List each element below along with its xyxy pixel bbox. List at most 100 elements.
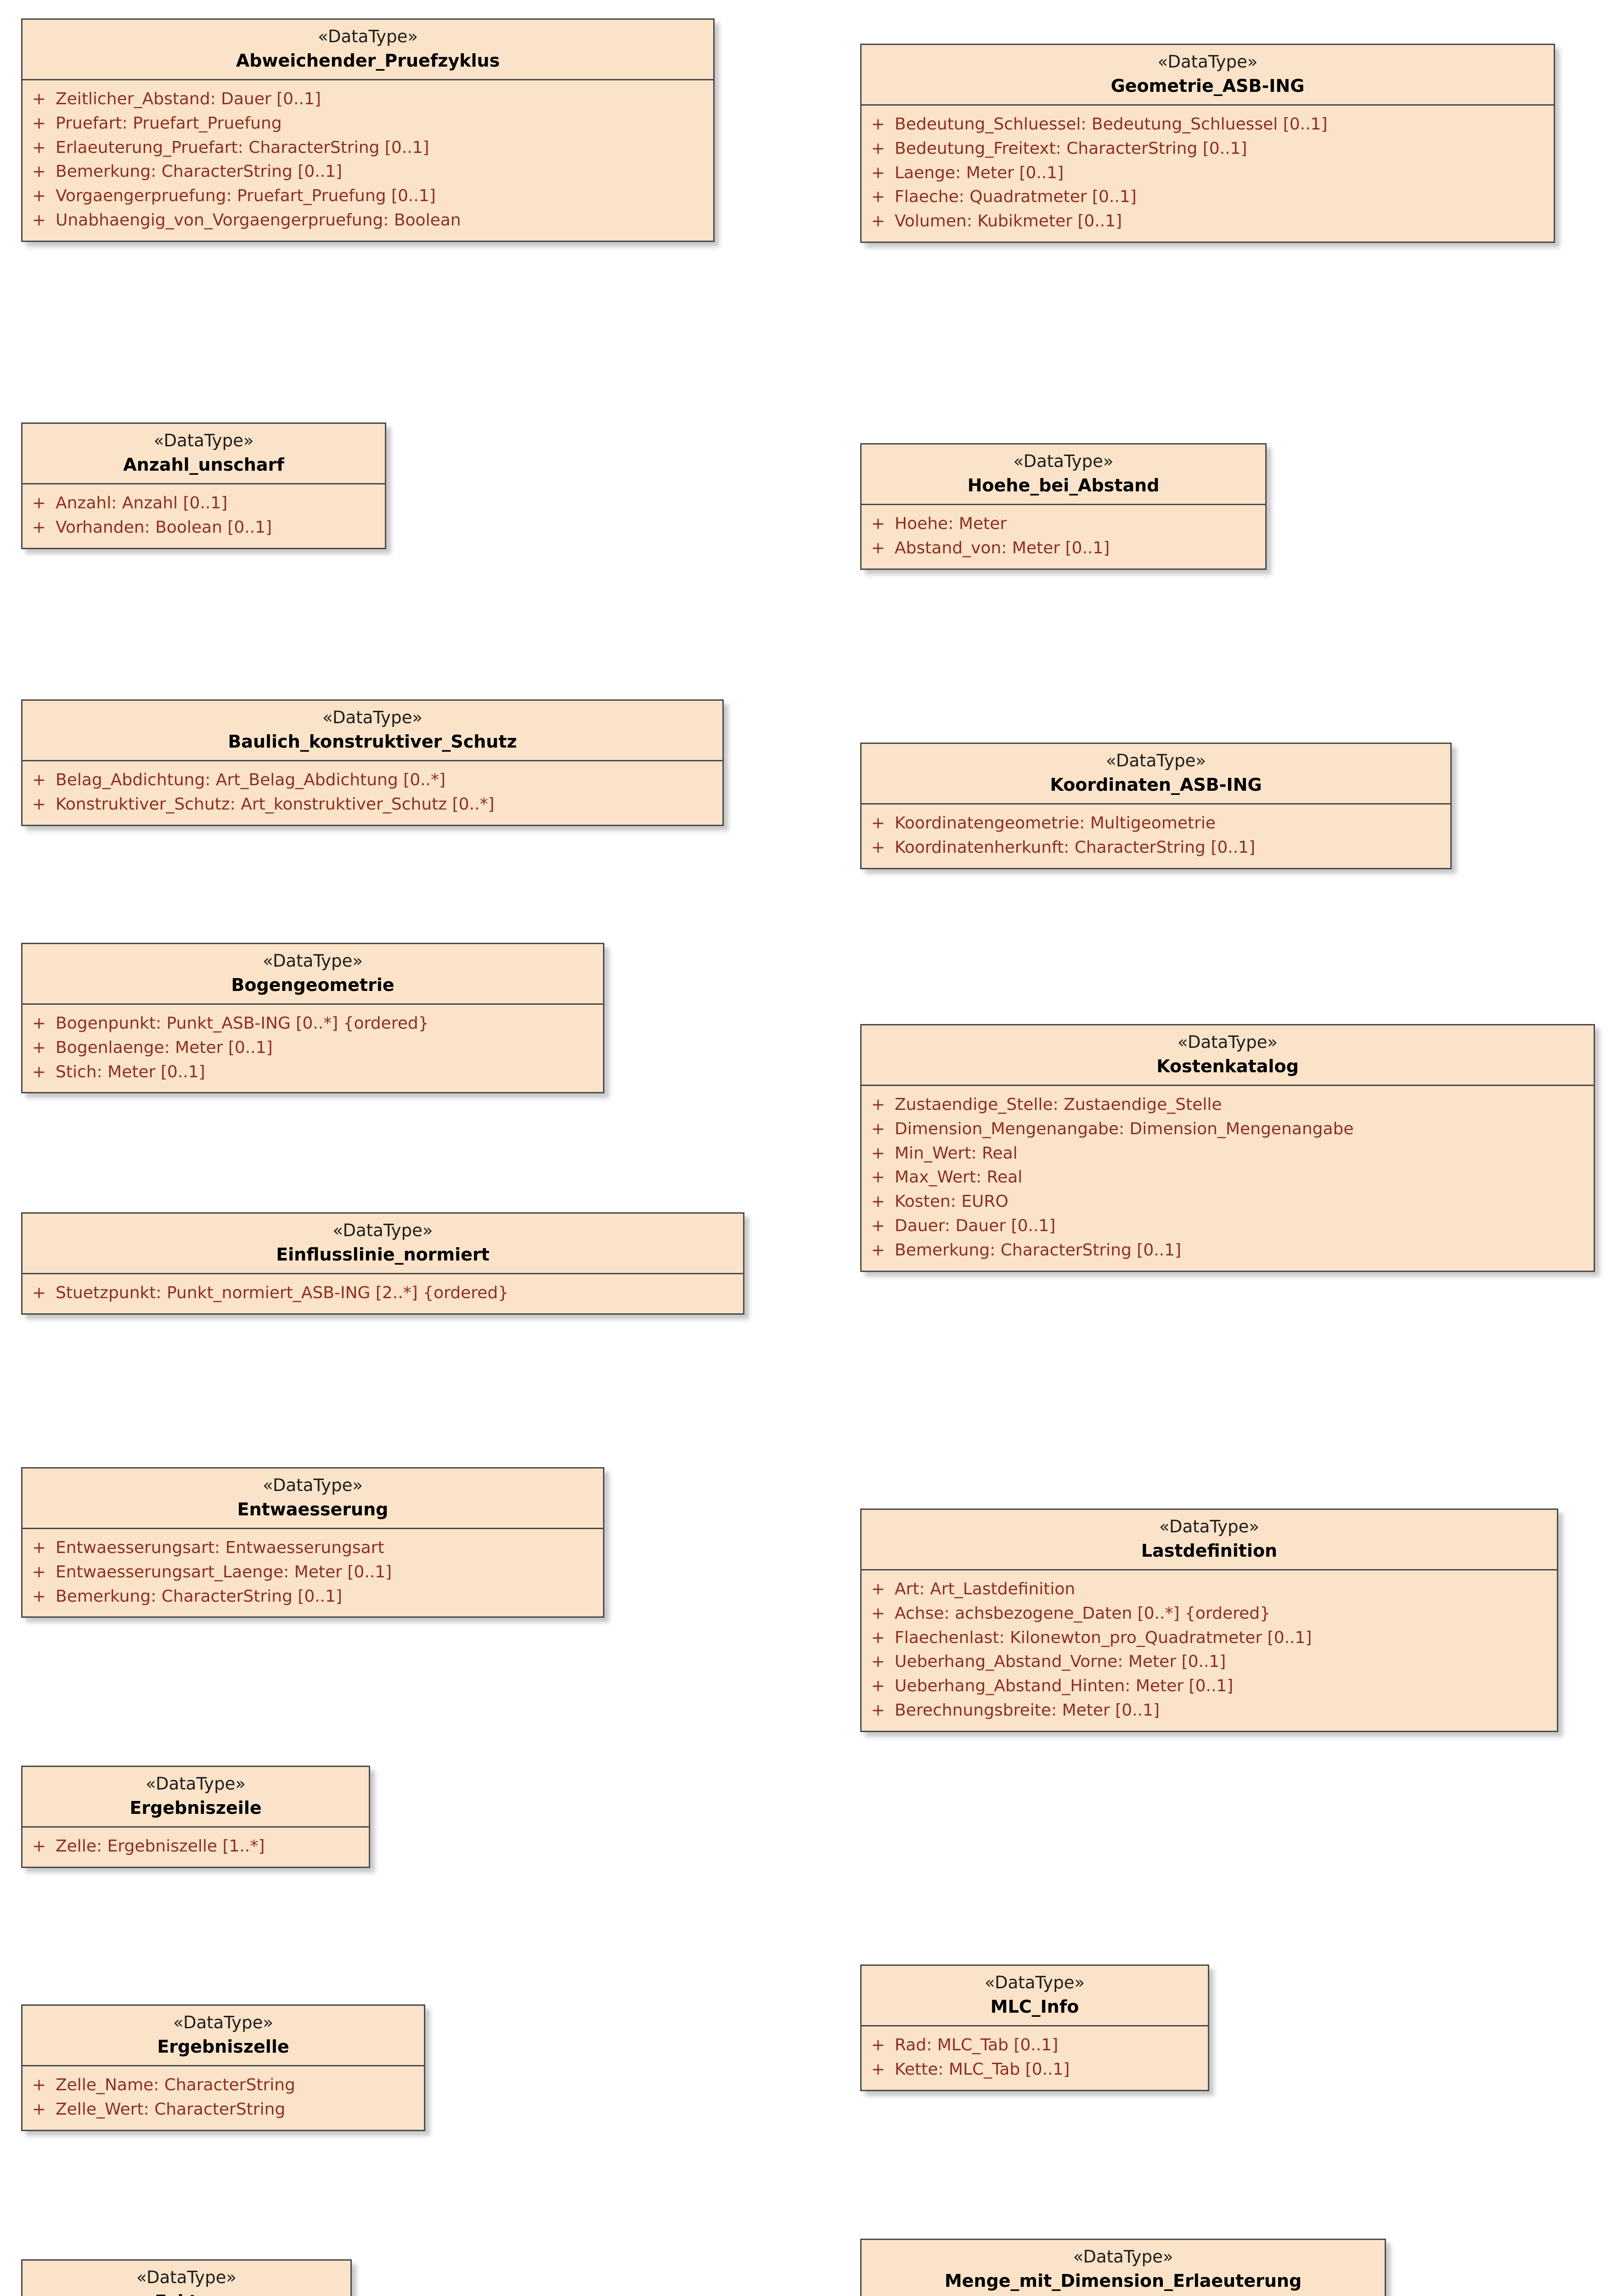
uml-class-name: Abweichender_Pruefzyklus (236, 50, 500, 71)
uml-attribute-row: + Ueberhang_Abstand_Vorne: Meter [0..1] (862, 1650, 1557, 1674)
uml-class-ergebniszeile[interactable]: «DataType»Ergebniszeile + Zelle: Ergebnisz… (21, 1766, 370, 1868)
uml-attribute-row: +Min_Wert: Real (862, 1142, 1594, 1166)
uml-attribute-row: + Hoehe: Meter (862, 512, 1265, 536)
uml-attribute-text: Zustaendige_Stelle: Zustaendige_Stelle (895, 1095, 1222, 1114)
uml-attribute-text: Vorgaengerpruefung: Pruefart_Pruefung [0… (56, 186, 436, 206)
visibility-public-icon: + (871, 114, 885, 134)
uml-attribute-text: Bemerkung: CharacterString [0..1] (56, 1587, 343, 1606)
uml-class-ergebniszelle[interactable]: «DataType» Ergebniszelle + Zelle_Name: Char… (21, 2004, 425, 2131)
uml-stereotype-label: «DataType» (263, 1475, 363, 1495)
uml-attribute-row: +Koordinatenherkunft: CharacterString [0… (862, 836, 1450, 860)
uml-attribute-text: Kette: MLC_Tab [0..1] (895, 2060, 1070, 2079)
uml-attribute-text: Achse: achsbezogene_Daten [0..*] {ordere… (895, 1604, 1271, 1623)
visibility-public-icon: + (871, 1579, 885, 1598)
visibility-public-icon: + (871, 514, 885, 533)
uml-attribute-text: Berechnungsbreite: Meter [0..1] (895, 1700, 1160, 1720)
uml-stereotype-label: «DataType» (1157, 52, 1258, 72)
visibility-public-icon: + (871, 1168, 885, 1187)
visibility-public-icon: + (871, 1652, 885, 1671)
visibility-public-icon: + (32, 1283, 46, 1302)
uml-class-abweichender-pruefzyklus[interactable]: «DataType» Abweichender_Pruefzyklus +Zeitl… (21, 18, 715, 242)
uml-class-hoehe-bei-abstand[interactable]: «DataType»Hoehe_bei_Abstand+Hoehe: Meter… (860, 443, 1267, 570)
uml-attribute-row: +Zeitlicher_Abstand: Dauer [0..1] (23, 87, 713, 112)
uml-attribute-row: +Abstand_von: Meter [0..1] (862, 536, 1265, 561)
visibility-public-icon: + (32, 113, 46, 133)
uml-attribute-text: Max_Wert: Real (895, 1168, 1023, 1187)
uml-attribute-text: Zelle_Name: CharacterString (56, 2075, 295, 2094)
uml-class-baulich-konstruktiver-schutz[interactable]: «DataType»Baulich_konstruktiver_Schutz+B… (21, 699, 724, 826)
uml-class-mlc-info[interactable]: «DataType» MLC_Info + Rad: MLC_Tab [0..1] +K… (860, 1964, 1209, 2091)
visibility-public-icon: + (871, 1677, 885, 1696)
uml-class-bogengeometrie[interactable]: «DataType»Bogengeometrie+Bogenpunkt: Pun… (21, 943, 604, 1094)
uml-class-name: MLC_Info (990, 1996, 1079, 2017)
uml-attribute-compartment: +Anzahl: Anzahl [0..1]+Vorhanden: Boolea… (23, 484, 385, 548)
visibility-public-icon: + (871, 1240, 885, 1260)
uml-stereotype-label: «DataType» (318, 27, 418, 46)
uml-class-header: «DataType»Ergebniszeile (23, 1767, 369, 1828)
uml-class-name: Anzahl_unscharf (123, 454, 284, 475)
uml-class-geometrie-asb-ing[interactable]: «DataType»Geometrie_ASB-ING+Bedeutung_Sc… (860, 44, 1555, 243)
uml-attribute-text: Art: Art_Lastdefinition (895, 1579, 1076, 1598)
visibility-public-icon: + (871, 1216, 885, 1235)
uml-class-menge-mit-dimension-erlaeuterung[interactable]: «DataType»Menge_mit_Dimension_Erlaeuteru… (860, 2239, 1386, 2296)
visibility-public-icon: + (871, 2035, 885, 2054)
uml-class-faktor[interactable]: «DataType»Faktor+Art_Faktor: Art_Faktor+… (21, 2259, 352, 2296)
uml-attribute-compartment: +Entwaesserungsart: Entwaesserungsart+En… (23, 1529, 603, 1617)
uml-class-lastdefinition[interactable]: «DataType»Lastdefinition+Art: Art_Lastde… (860, 1508, 1558, 1732)
visibility-public-icon: + (32, 1062, 46, 1081)
uml-attribute-text: Unabhaengig_von_Vorgaengerpruefung: Bool… (56, 210, 461, 230)
uml-attribute-row: + Belag_Abdichtung: Art_Belag_Abdichtung … (23, 768, 722, 793)
uml-attribute-text: Bogenlaenge: Meter [0..1] (56, 1038, 273, 1057)
uml-attribute-row: +Vorgaengerpruefung: Pruefart_Pruefung [… (23, 184, 713, 208)
uml-attribute-text: Min_Wert: Real (895, 1143, 1018, 1163)
uml-class-name: Ergebniszelle (157, 2036, 289, 2057)
uml-attribute-row: + Dauer: Dauer [0..1] (862, 1214, 1594, 1238)
uml-class-anzahl-unscharf[interactable]: «DataType»Anzahl_unscharf+Anzahl: Anzahl… (21, 422, 386, 549)
uml-stereotype-label: «DataType» (1013, 451, 1114, 471)
uml-stereotype-label: «DataType» (173, 2013, 273, 2032)
uml-attribute-row: +Kosten: EURO (862, 1190, 1594, 1214)
uml-attribute-text: Dauer: Dauer [0..1] (895, 1216, 1056, 1235)
visibility-public-icon: + (32, 162, 46, 181)
uml-attribute-row: + Rad: MLC_Tab [0..1] (862, 2033, 1208, 2058)
uml-class-name: Geometrie_ASB-ING (1110, 75, 1305, 96)
uml-attribute-text: Zelle: Ergebniszelle [1..*] (56, 1836, 265, 1856)
uml-class-header: «DataType» Geometrie_ASB-ING (862, 45, 1554, 106)
uml-stereotype-label: «DataType» (1159, 1517, 1259, 1536)
uml-attribute-text: Laenge: Meter [0..1] (895, 163, 1064, 182)
uml-attribute-row: +Entwaesserungsart_Laenge: Meter [0..1] (23, 1560, 603, 1585)
uml-attribute-text: Belag_Abdichtung: Art_Belag_Abdichtung [… (56, 770, 446, 789)
visibility-public-icon: + (32, 1836, 46, 1856)
uml-attribute-row: +Ueberhang_Abstand_Hinten: Meter [0..1] (862, 1674, 1557, 1699)
uml-class-koordinaten-asb-ing[interactable]: «DataType»Koordinaten_ASB-ING+Koordinate… (860, 743, 1452, 869)
uml-stereotype-label: «DataType» (136, 2268, 237, 2287)
uml-attribute-row: +Kette: MLC_Tab [0..1] (862, 2058, 1208, 2082)
uml-class-einflusslinie-normiert[interactable]: «DataType»Einflusslinie_normiert+Stuetzp… (21, 1212, 744, 1315)
uml-class-name: Einflusslinie_normiert (276, 1244, 490, 1265)
uml-class-kostenkatalog[interactable]: «DataType»Kostenkatalog+Zustaendige_Stel… (860, 1024, 1595, 1272)
uml-class-entwaesserung[interactable]: «DataType»Entwaesserung+Entwaesserungsar… (21, 1467, 604, 1618)
uml-attribute-compartment: + Zelle: Ergebniszelle [1..*] (23, 1827, 369, 1867)
uml-attribute-text: Koordinatengeometrie: Multigeometrie (895, 813, 1216, 833)
uml-attribute-row: +Zustaendige_Stelle: Zustaendige_Stelle (862, 1093, 1594, 1117)
uml-attribute-text: Ueberhang_Abstand_Vorne: Meter [0..1] (895, 1652, 1226, 1671)
uml-stereotype-label: «DataType» (985, 1973, 1085, 1992)
uml-attribute-compartment: + Art: Art_Lastdefinition + Achse: achsbezo… (862, 1570, 1557, 1731)
visibility-public-icon: + (871, 838, 885, 857)
uml-stereotype-label: «DataType» (322, 708, 423, 727)
uml-attribute-text: Entwaesserungsart_Laenge: Meter [0..1] (56, 1562, 392, 1581)
visibility-public-icon: + (32, 1587, 46, 1606)
uml-attribute-text: Hoehe: Meter (895, 514, 1007, 533)
uml-attribute-compartment: +Zeitlicher_Abstand: Dauer [0..1]+Pruefa… (23, 80, 713, 241)
visibility-public-icon: + (32, 2099, 46, 2119)
uml-attribute-text: Bemerkung: CharacterString [0..1] (895, 1240, 1182, 1260)
uml-class-name: Ergebniszeile (130, 1797, 262, 1818)
visibility-public-icon: + (32, 89, 46, 108)
uml-attribute-compartment: +Zustaendige_Stelle: Zustaendige_Stelle+… (862, 1086, 1594, 1271)
visibility-public-icon: + (32, 770, 46, 789)
uml-attribute-row: +Flaechenlast: Kilonewton_pro_Quadratmet… (862, 1626, 1557, 1650)
uml-attribute-text: Rad: MLC_Tab [0..1] (895, 2035, 1059, 2054)
visibility-public-icon: + (32, 518, 46, 537)
visibility-public-icon: + (32, 493, 46, 512)
uml-attribute-row: +Bemerkung: CharacterString [0..1] (23, 160, 713, 184)
